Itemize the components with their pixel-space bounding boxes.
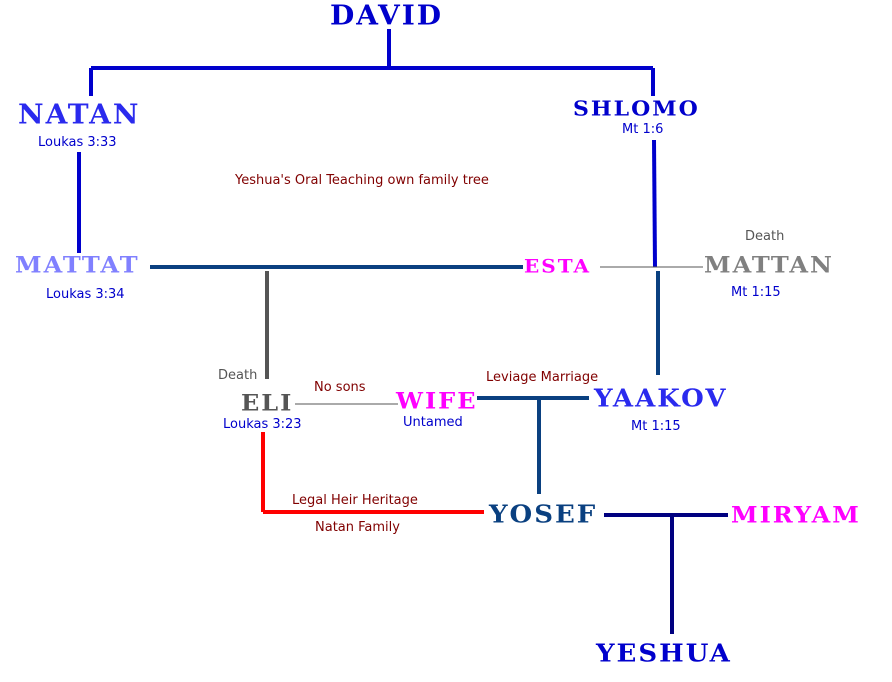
leviage-marriage-label: Leviage Marriage — [486, 370, 599, 385]
eli-reference: Loukas 3:23 — [223, 417, 302, 432]
person-natan: NATAN — [18, 98, 141, 131]
person-mattan: MATTAN — [704, 250, 834, 279]
person-eli: ELI — [241, 388, 294, 417]
person-yaakov: YAAKOV — [594, 384, 728, 414]
mattat-reference: Loukas 3:34 — [46, 287, 125, 302]
person-shlomo: SHLOMO — [573, 96, 700, 122]
eli-death-note: Death — [218, 368, 258, 383]
shlomo-reference: Mt 1:6 — [622, 122, 664, 137]
mattan-death-note: Death — [745, 229, 785, 244]
person-mattat: MATTAT — [15, 250, 140, 279]
person-miryam: MIRYAM — [731, 500, 861, 529]
person-david: DAVID — [330, 0, 444, 32]
mattan-reference: Mt 1:15 — [731, 285, 781, 300]
wife-note: Untamed — [403, 415, 463, 430]
person-wife: WIFE — [396, 386, 478, 415]
person-esta: ESTA — [524, 254, 591, 278]
natan-family-label: Natan Family — [315, 520, 400, 535]
diagram-title: Yeshua's Oral Teaching own family tree — [235, 173, 489, 188]
natan-reference: Loukas 3:33 — [38, 135, 117, 150]
person-yosef: YOSEF — [489, 500, 598, 530]
no-sons-label: No sons — [314, 380, 366, 395]
person-yeshua: YESHUA — [596, 639, 732, 669]
yaakov-reference: Mt 1:15 — [631, 419, 681, 434]
shlomo-mattan-line — [652, 139, 657, 268]
legal-heir-heritage-label: Legal Heir Heritage — [292, 493, 418, 508]
